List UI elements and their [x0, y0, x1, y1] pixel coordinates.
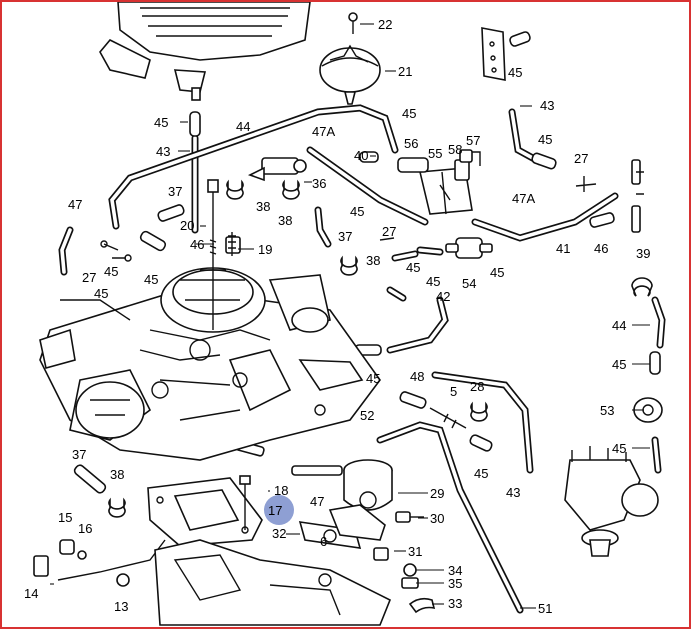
callout-labels: 22 21 45 45 44 47A 45 43 45 43 56 57 55 … — [24, 17, 650, 616]
callout-38: 38 — [366, 253, 380, 268]
callout-52: 52 — [360, 408, 374, 423]
callout-36: 36 — [312, 176, 326, 191]
callout-47: 47 — [68, 197, 82, 212]
callout-42: 42 — [436, 289, 450, 304]
callout-18: 18 — [274, 483, 288, 498]
callout-39: 39 — [636, 246, 650, 261]
callout-40: 40 — [354, 148, 368, 163]
callout-44: 44 — [236, 119, 250, 134]
callout-15: 15 — [58, 510, 72, 525]
callout-37: 37 — [168, 184, 182, 199]
callout-58: 58 — [448, 142, 462, 157]
callout-45: 45 — [406, 260, 420, 275]
intake-manifold — [154, 539, 392, 626]
callout-45: 45 — [366, 371, 380, 386]
callout-35: 35 — [448, 576, 462, 591]
callout-45: 45 — [538, 132, 552, 147]
callout-33: 33 — [448, 596, 462, 611]
callout-56: 56 — [404, 136, 418, 151]
callout-29: 29 — [430, 486, 444, 501]
callout-43: 43 — [506, 485, 520, 500]
callout-27: 27 — [82, 270, 96, 285]
callout-45: 45 — [94, 286, 108, 301]
callout-5: 5 — [450, 384, 457, 399]
callout-13: 13 — [114, 599, 128, 614]
callout-45: 45 — [426, 274, 440, 289]
callout-27: 27 — [574, 151, 588, 166]
bracket-plate — [481, 27, 506, 81]
callout-45: 45 — [490, 265, 504, 280]
hose-lines — [58, 104, 666, 614]
callout-21: 21 — [398, 64, 412, 79]
callout-51: 51 — [538, 601, 552, 616]
callout-41: 41 — [556, 241, 570, 256]
callout-32: 32 — [272, 526, 286, 541]
callout-31: 31 — [408, 544, 422, 559]
callout-16: 16 — [78, 521, 92, 536]
callout-27: 27 — [382, 224, 396, 239]
callout-34: 34 — [448, 563, 462, 578]
vacuum-diaphragm-21 — [319, 12, 381, 105]
callout-45: 45 — [144, 272, 158, 287]
valve-36 — [247, 157, 307, 182]
fasteners — [33, 511, 436, 614]
callout-28: 28 — [470, 379, 484, 394]
callout-47: 47 — [310, 494, 324, 509]
gasket-17 — [147, 475, 263, 547]
callout-45: 45 — [474, 466, 488, 481]
hose-clamps — [108, 179, 653, 518]
callout-14: 14 — [24, 586, 38, 601]
callout-37: 37 — [338, 229, 352, 244]
callout-43: 43 — [540, 98, 554, 113]
callout-38: 38 — [256, 199, 270, 214]
callout-45: 45 — [104, 264, 118, 279]
callout-54: 54 — [462, 276, 476, 291]
callout-46: 46 — [190, 237, 204, 252]
callout-55: 55 — [428, 146, 442, 161]
callout-30: 30 — [430, 511, 444, 526]
callout-38: 38 — [278, 213, 292, 228]
switch-valve-55 — [397, 149, 473, 215]
callout-6: 6 — [320, 534, 327, 549]
callout-37: 37 — [72, 447, 86, 462]
callout-45: 45 — [612, 441, 626, 456]
carburetor-assembly — [39, 262, 381, 461]
air-cleaner-housing — [99, 2, 311, 101]
callout-43: 43 — [156, 144, 170, 159]
distributor — [564, 446, 659, 557]
callout-17[interactable]: 17 — [268, 503, 282, 518]
check-valve-54 — [445, 237, 493, 259]
callout-45: 45 — [612, 357, 626, 372]
callout-47a: 47A — [312, 124, 335, 139]
connectors — [100, 151, 644, 429]
callout-47a: 47A — [512, 191, 535, 206]
callout-48: 48 — [410, 369, 424, 384]
callout-19: 19 — [258, 242, 272, 257]
callout-45: 45 — [154, 115, 168, 130]
callout-44: 44 — [612, 318, 626, 333]
leader-lines — [50, 23, 650, 609]
callout-46: 46 — [594, 241, 608, 256]
egr-valve-29 — [328, 459, 393, 541]
callout-38: 38 — [110, 467, 124, 482]
callout-53: 53 — [600, 403, 614, 418]
callout-22: 22 — [378, 17, 392, 32]
hose-pieces — [73, 31, 661, 494]
callout-57: 57 — [466, 133, 480, 148]
callout-45: 45 — [402, 106, 416, 121]
callout-20: 20 — [180, 218, 194, 233]
highlight-marker-17[interactable] — [264, 495, 294, 525]
callout-45: 45 — [508, 65, 522, 80]
callout-45: 45 — [350, 204, 364, 219]
stud-bolt-20 — [207, 179, 219, 262]
